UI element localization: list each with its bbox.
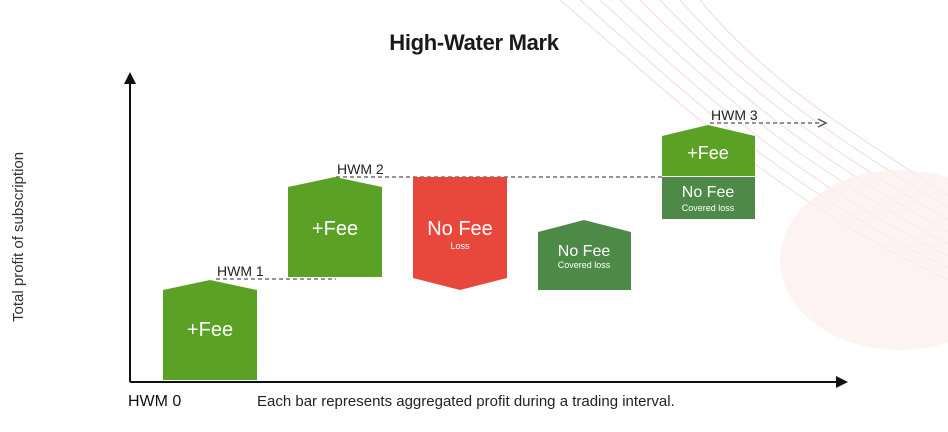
y-axis-arrow-icon xyxy=(124,72,136,84)
bar-4-covered xyxy=(538,220,631,290)
bar-2-fee xyxy=(288,177,382,277)
hwm-2-label: HWM 2 xyxy=(337,161,384,177)
diagram-title: High-Water Mark xyxy=(389,30,559,55)
bar-5-covered xyxy=(662,177,755,219)
bar-4-label: No Fee xyxy=(558,243,611,260)
x-axis-origin-label: HWM 0 xyxy=(128,393,182,410)
bar-5-covered-sublabel: Covered loss xyxy=(682,203,735,213)
x-axis-arrow-icon xyxy=(836,376,848,388)
y-axis-label: Total profit of subscription xyxy=(10,151,27,322)
bar-5-label: +Fee xyxy=(687,143,729,163)
bar-3-sublabel: Loss xyxy=(450,241,470,251)
bar-3-loss xyxy=(413,177,507,290)
diagram-caption: Each bar represents aggregated profit du… xyxy=(257,393,675,410)
bar-5-covered-label: No Fee xyxy=(682,184,735,201)
bar-5-fee xyxy=(662,125,755,176)
hwm-3-label: HWM 3 xyxy=(711,107,758,123)
bar-2-label: +Fee xyxy=(312,218,358,240)
hwm-3-arrow-icon xyxy=(817,118,828,128)
bar-1-fee xyxy=(163,280,257,380)
bar-3-label: No Fee xyxy=(427,218,493,240)
bar-4-sublabel: Covered loss xyxy=(558,260,611,270)
hwm-1-label: HWM 1 xyxy=(217,263,264,279)
bar-1-label: +Fee xyxy=(187,319,233,341)
